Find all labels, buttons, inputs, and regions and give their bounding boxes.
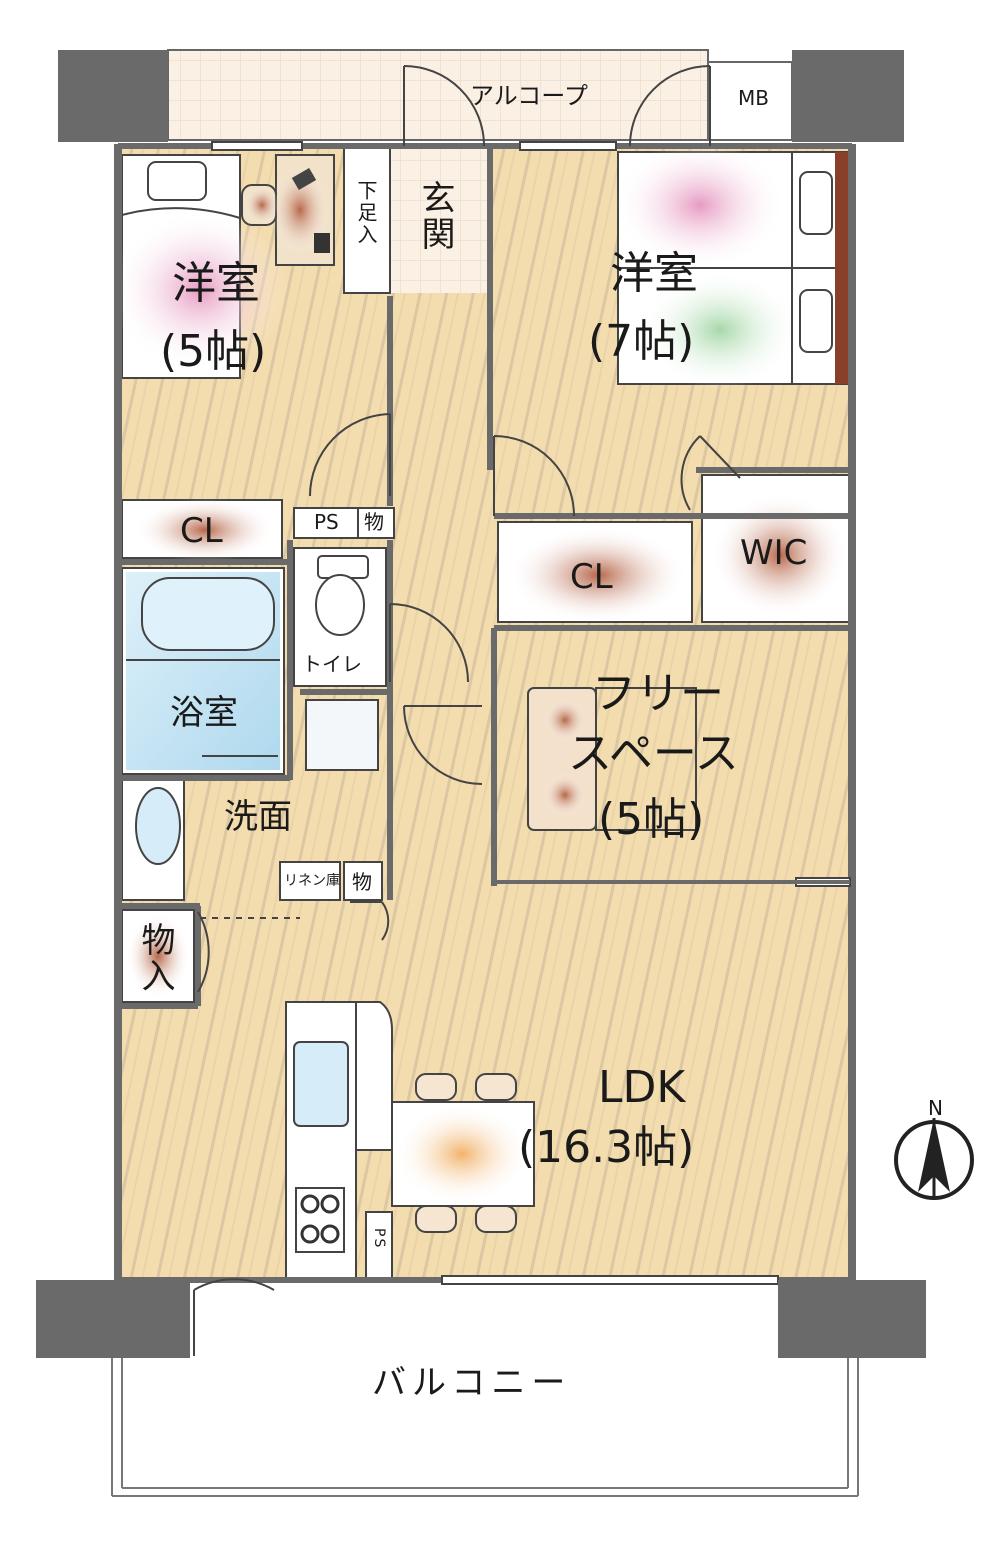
pillar xyxy=(778,1280,926,1358)
alcove-area xyxy=(167,49,709,141)
toilet-label: トイレ xyxy=(302,652,362,676)
interior-walls xyxy=(120,146,850,1009)
chair-icon xyxy=(415,1205,457,1233)
linen-label: リネン庫 xyxy=(284,873,340,889)
storage-left-label: 物入 xyxy=(135,922,175,994)
compass-north-icon xyxy=(894,1118,974,1200)
north-label: N xyxy=(928,1096,943,1120)
balcony-label: バルコニー xyxy=(372,1363,572,1403)
free-space-size: (5帖) xyxy=(598,794,705,845)
ldk-size: (16.3帖) xyxy=(518,1122,695,1173)
ps-box xyxy=(293,507,359,539)
room2-name: 洋室 xyxy=(610,248,698,299)
mb-label: MB xyxy=(738,86,769,110)
ps-2-label: PS xyxy=(371,1228,387,1250)
wic-label: WIC xyxy=(740,533,808,573)
pillar xyxy=(36,1280,190,1358)
storage-small xyxy=(357,507,395,539)
washer-pan xyxy=(305,699,379,771)
pillar xyxy=(58,50,168,142)
room1-size: (5帖) xyxy=(160,326,267,377)
storage-small-label: 物 xyxy=(364,510,384,534)
storage-small-2 xyxy=(343,861,383,901)
bath-label: 浴室 xyxy=(170,693,238,733)
toilet-icon xyxy=(315,574,365,636)
chair-icon xyxy=(415,1073,457,1101)
pillar xyxy=(792,50,904,142)
pillow-icon xyxy=(799,289,833,353)
washroom-label: 洗面 xyxy=(224,797,292,837)
ldk-name: LDK xyxy=(598,1062,686,1113)
storage-small-2-label: 物 xyxy=(352,870,372,894)
mb-box xyxy=(707,61,793,141)
ps-label: PS xyxy=(314,510,339,534)
pillow-icon xyxy=(799,171,833,235)
entrance-floor xyxy=(390,148,488,293)
kitchen-sink-icon xyxy=(293,1041,349,1127)
entrance-label: 玄関 xyxy=(415,180,455,252)
sofa-table xyxy=(595,687,697,831)
balcony-rail xyxy=(111,1358,859,1497)
closet-2-label: CL xyxy=(570,557,613,597)
pillow-icon xyxy=(147,161,207,201)
free-space-line2: スペース xyxy=(568,728,739,779)
alcove-label: アルコープ xyxy=(470,82,588,110)
linen-closet xyxy=(279,861,341,901)
free-space-line1: フリー xyxy=(592,668,724,719)
chair-icon xyxy=(475,1205,517,1233)
door-swings xyxy=(193,65,741,1356)
shoe-storage-label: 下足入 xyxy=(354,180,378,246)
bathtub-icon xyxy=(141,577,275,651)
room2-size: (7帖) xyxy=(588,316,695,367)
sink-icon xyxy=(135,787,181,865)
room1-name: 洋室 xyxy=(172,258,260,309)
closet-1-label: CL xyxy=(180,511,223,551)
chair-icon xyxy=(475,1073,517,1101)
